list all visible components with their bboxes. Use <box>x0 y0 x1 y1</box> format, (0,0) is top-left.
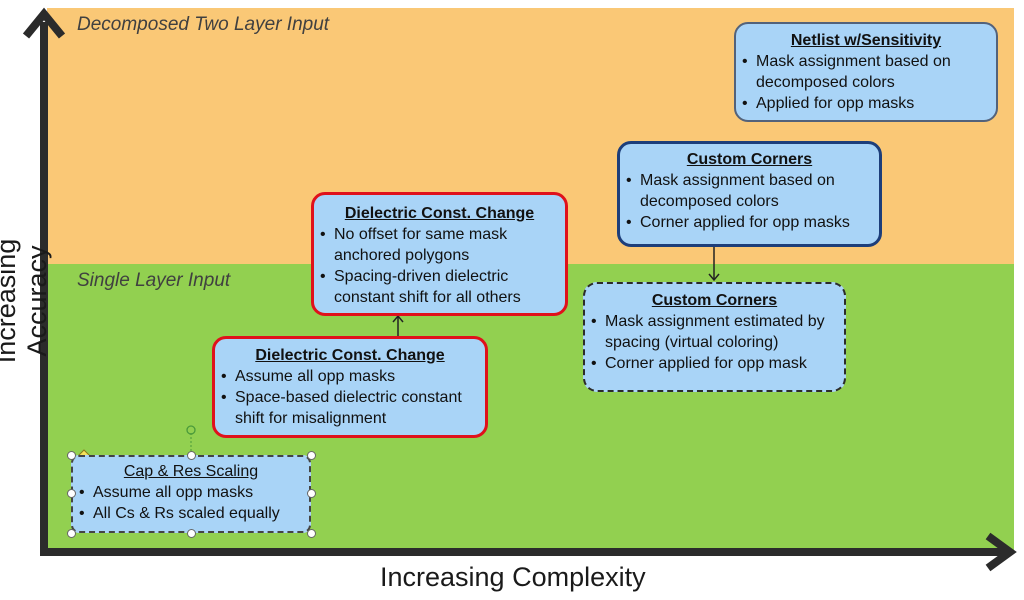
netlist-bullet-1: Mask assignment based on decomposed colo… <box>742 51 990 93</box>
y-axis-arrowhead <box>22 7 66 39</box>
cap-res-bullet-2: All Cs & Rs scaled equally <box>79 503 303 524</box>
dielectric-top-box[interactable]: Dielectric Const. Change No offset for s… <box>311 192 568 316</box>
custom-corners-bottom-bullet-1: Mask assignment estimated by spacing (vi… <box>591 311 838 353</box>
custom-corners-bottom-box[interactable]: Custom Corners Mask assignment estimated… <box>583 282 846 392</box>
resize-handle-bl[interactable] <box>67 529 76 538</box>
resize-handle-l[interactable] <box>67 489 76 498</box>
custom-corners-top-box[interactable]: Custom Corners Mask assignment based on … <box>617 141 882 247</box>
cap-res-scaling-box[interactable]: Cap & Res Scaling Assume all opp masks A… <box>71 455 311 533</box>
resize-handle-tr[interactable] <box>307 451 316 460</box>
resize-handle-tl[interactable] <box>67 451 76 460</box>
cap-res-bullet-1: Assume all opp masks <box>79 482 303 503</box>
region-label-two-layer: Decomposed Two Layer Input <box>77 14 330 35</box>
netlist-sensitivity-title: Netlist w/Sensitivity <box>790 32 942 49</box>
dielectric-bottom-title: Dielectric Const. Change <box>255 347 445 364</box>
dielectric-top-bullet-1: No offset for same mask anchored polygon… <box>320 224 559 266</box>
netlist-sensitivity-box[interactable]: Netlist w/Sensitivity Mask assignment ba… <box>734 22 998 122</box>
resize-handle-b[interactable] <box>187 529 196 538</box>
custom-corners-bottom-bullet-2: Corner applied for opp mask <box>591 353 838 374</box>
custom-corners-top-title: Custom Corners <box>686 151 813 168</box>
resize-handle-br[interactable] <box>307 529 316 538</box>
region-label-single-layer: Single Layer Input <box>77 270 231 291</box>
custom-corners-top-bullet-2: Corner applied for opp masks <box>626 212 873 233</box>
dielectric-bottom-bullet-1: Assume all opp masks <box>221 366 479 387</box>
dielectric-top-title: Dielectric Const. Change <box>344 205 535 222</box>
dielectric-top-bullet-2: Spacing-driven dielectric constant shift… <box>320 266 559 308</box>
x-axis-label: Increasing Complexity <box>380 562 646 592</box>
custom-corners-bottom-title: Custom Corners <box>651 292 778 309</box>
rotate-handle[interactable] <box>186 425 196 435</box>
connector-dielectric-arrowhead <box>392 314 404 323</box>
y-axis-label: Increasing Accuracy <box>0 238 52 364</box>
dielectric-bottom-box[interactable]: Dielectric Const. Change Assume all opp … <box>212 336 488 438</box>
resize-handle-t[interactable] <box>187 451 196 460</box>
dielectric-bottom-bullet-2: Space-based dielectric constant shift fo… <box>221 387 479 429</box>
connector-custom-corners-arrowhead <box>708 273 720 282</box>
custom-corners-top-bullet-1: Mask assignment based on decomposed colo… <box>626 170 873 212</box>
x-axis-arrowhead <box>985 532 1017 572</box>
netlist-bullet-2: Applied for opp masks <box>742 93 990 114</box>
resize-handle-r[interactable] <box>307 489 316 498</box>
cap-res-scaling-title: Cap & Res Scaling <box>123 463 259 480</box>
